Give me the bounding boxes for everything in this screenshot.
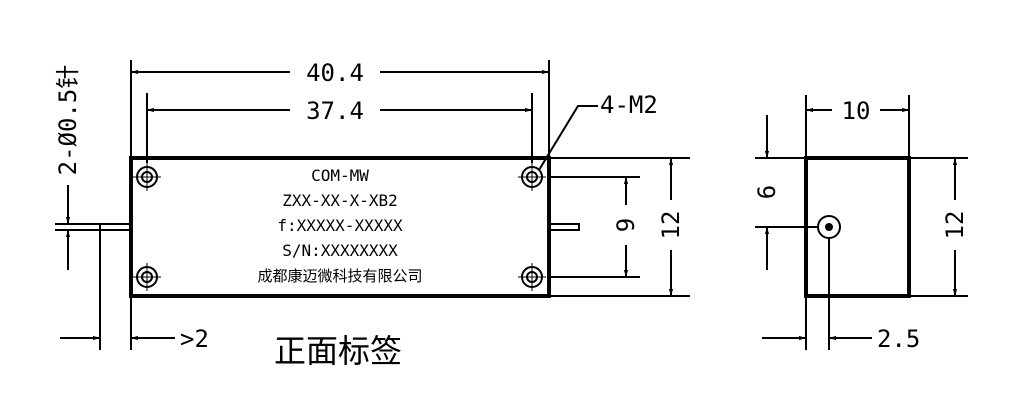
dim-side-pin-height <box>755 115 818 270</box>
mounting-hole-bottom-right <box>518 263 546 291</box>
overall-height-value: 12 <box>657 211 685 240</box>
side-view-texts: 10 6 12 2.5 <box>753 97 969 353</box>
mounting-hole-bottom-left <box>133 263 161 291</box>
leader-mounting-holes <box>538 105 598 171</box>
hole-spacing-length-value: 37.4 <box>306 97 364 125</box>
dim-overall-length <box>130 60 550 158</box>
front-view-texts: 40.4 37.4 4-M2 9 12 2-Ø0.5针 >2 COM-MW ZX… <box>54 59 685 370</box>
label-line-5: 成都康迈微科技有限公司 <box>257 267 422 285</box>
label-line-4: S/N:XXXXXXXX <box>282 241 398 260</box>
dim-hole-spacing-length <box>146 93 533 163</box>
side-height-value: 12 <box>941 211 969 240</box>
mounting-hole-top-right <box>518 163 546 191</box>
side-width-value: 10 <box>842 97 871 125</box>
label-line-3: f:XXXXX-XXXXX <box>277 216 403 235</box>
side-pin-height-value: 6 <box>753 185 781 199</box>
right-pin <box>548 223 580 231</box>
label-line-2: ZXX-XX-X-XB2 <box>282 191 398 210</box>
left-pin <box>99 223 132 231</box>
mounting-holes-value: 4-M2 <box>600 91 658 119</box>
dim-hole-spacing-height <box>549 176 640 278</box>
overall-length-value: 40.4 <box>306 59 364 87</box>
front-view-title: 正面标签 <box>274 332 402 370</box>
dim-side-height <box>909 157 968 297</box>
pin-spec-value: 2-Ø0.5针 <box>54 65 82 176</box>
side-pin-offset-value: 2.5 <box>877 325 920 353</box>
dim-overall-height <box>549 157 690 297</box>
pin-extension-value: >2 <box>180 325 209 353</box>
side-body-outline <box>804 156 911 298</box>
dim-pin-extension <box>60 230 175 350</box>
dim-side-pin-offset <box>762 238 872 350</box>
dim-pin-diameter <box>55 185 100 270</box>
side-view <box>755 95 968 350</box>
side-pin <box>817 215 841 239</box>
mounting-hole-top-left <box>133 163 161 191</box>
dim-side-width <box>805 95 910 158</box>
front-view <box>55 60 690 350</box>
hole-spacing-height-value: 9 <box>612 218 640 232</box>
label-line-1: COM-MW <box>311 166 369 185</box>
